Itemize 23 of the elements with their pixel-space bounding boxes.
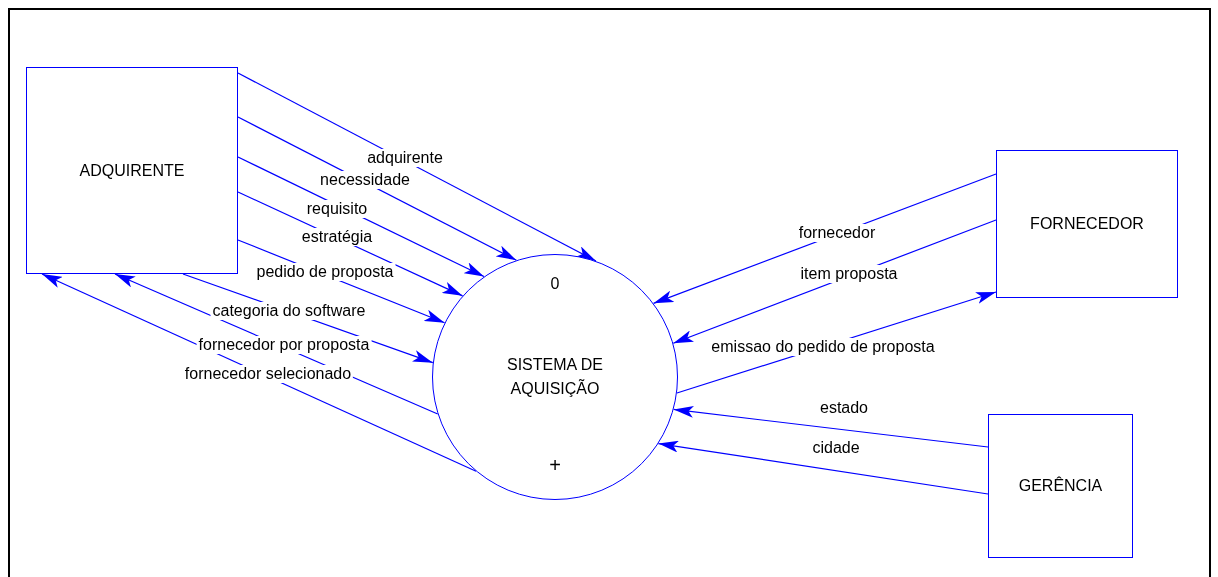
edge-label: adquirente: [365, 149, 445, 167]
entity-name: ADQUIRENTE: [79, 161, 185, 180]
data-flow-arrow: [237, 72, 597, 262]
data-flow-arrow: [657, 440, 989, 495]
edge-label: necessidade: [318, 171, 412, 189]
edge-label: categoria do software: [210, 302, 368, 320]
edge-label: requisito: [304, 200, 370, 218]
entity-name: FORNECEDOR: [1030, 215, 1144, 233]
edge-label: fornecedor por proposta: [196, 336, 372, 354]
process-number: 0: [549, 275, 561, 293]
data-flow-arrow: [673, 405, 989, 448]
edge-label: fornecedor: [796, 224, 878, 242]
edge-label: item proposta: [798, 265, 900, 283]
external-entity-box: [988, 414, 1133, 558]
process-name: SISTEMA DE AQUISIÇÃO: [506, 355, 604, 399]
expand-mark: +: [548, 454, 562, 477]
edge-label: emissao do pedido de proposta: [709, 338, 937, 356]
edge-label: pedido de proposta: [254, 263, 396, 281]
edge-label: fornecedor selecionado: [182, 365, 354, 383]
external-entity-box: [26, 67, 238, 274]
entity-name: GERÊNCIA: [1018, 477, 1103, 495]
external-entity-box: [996, 150, 1178, 298]
edge-label: estratégia: [299, 228, 375, 246]
